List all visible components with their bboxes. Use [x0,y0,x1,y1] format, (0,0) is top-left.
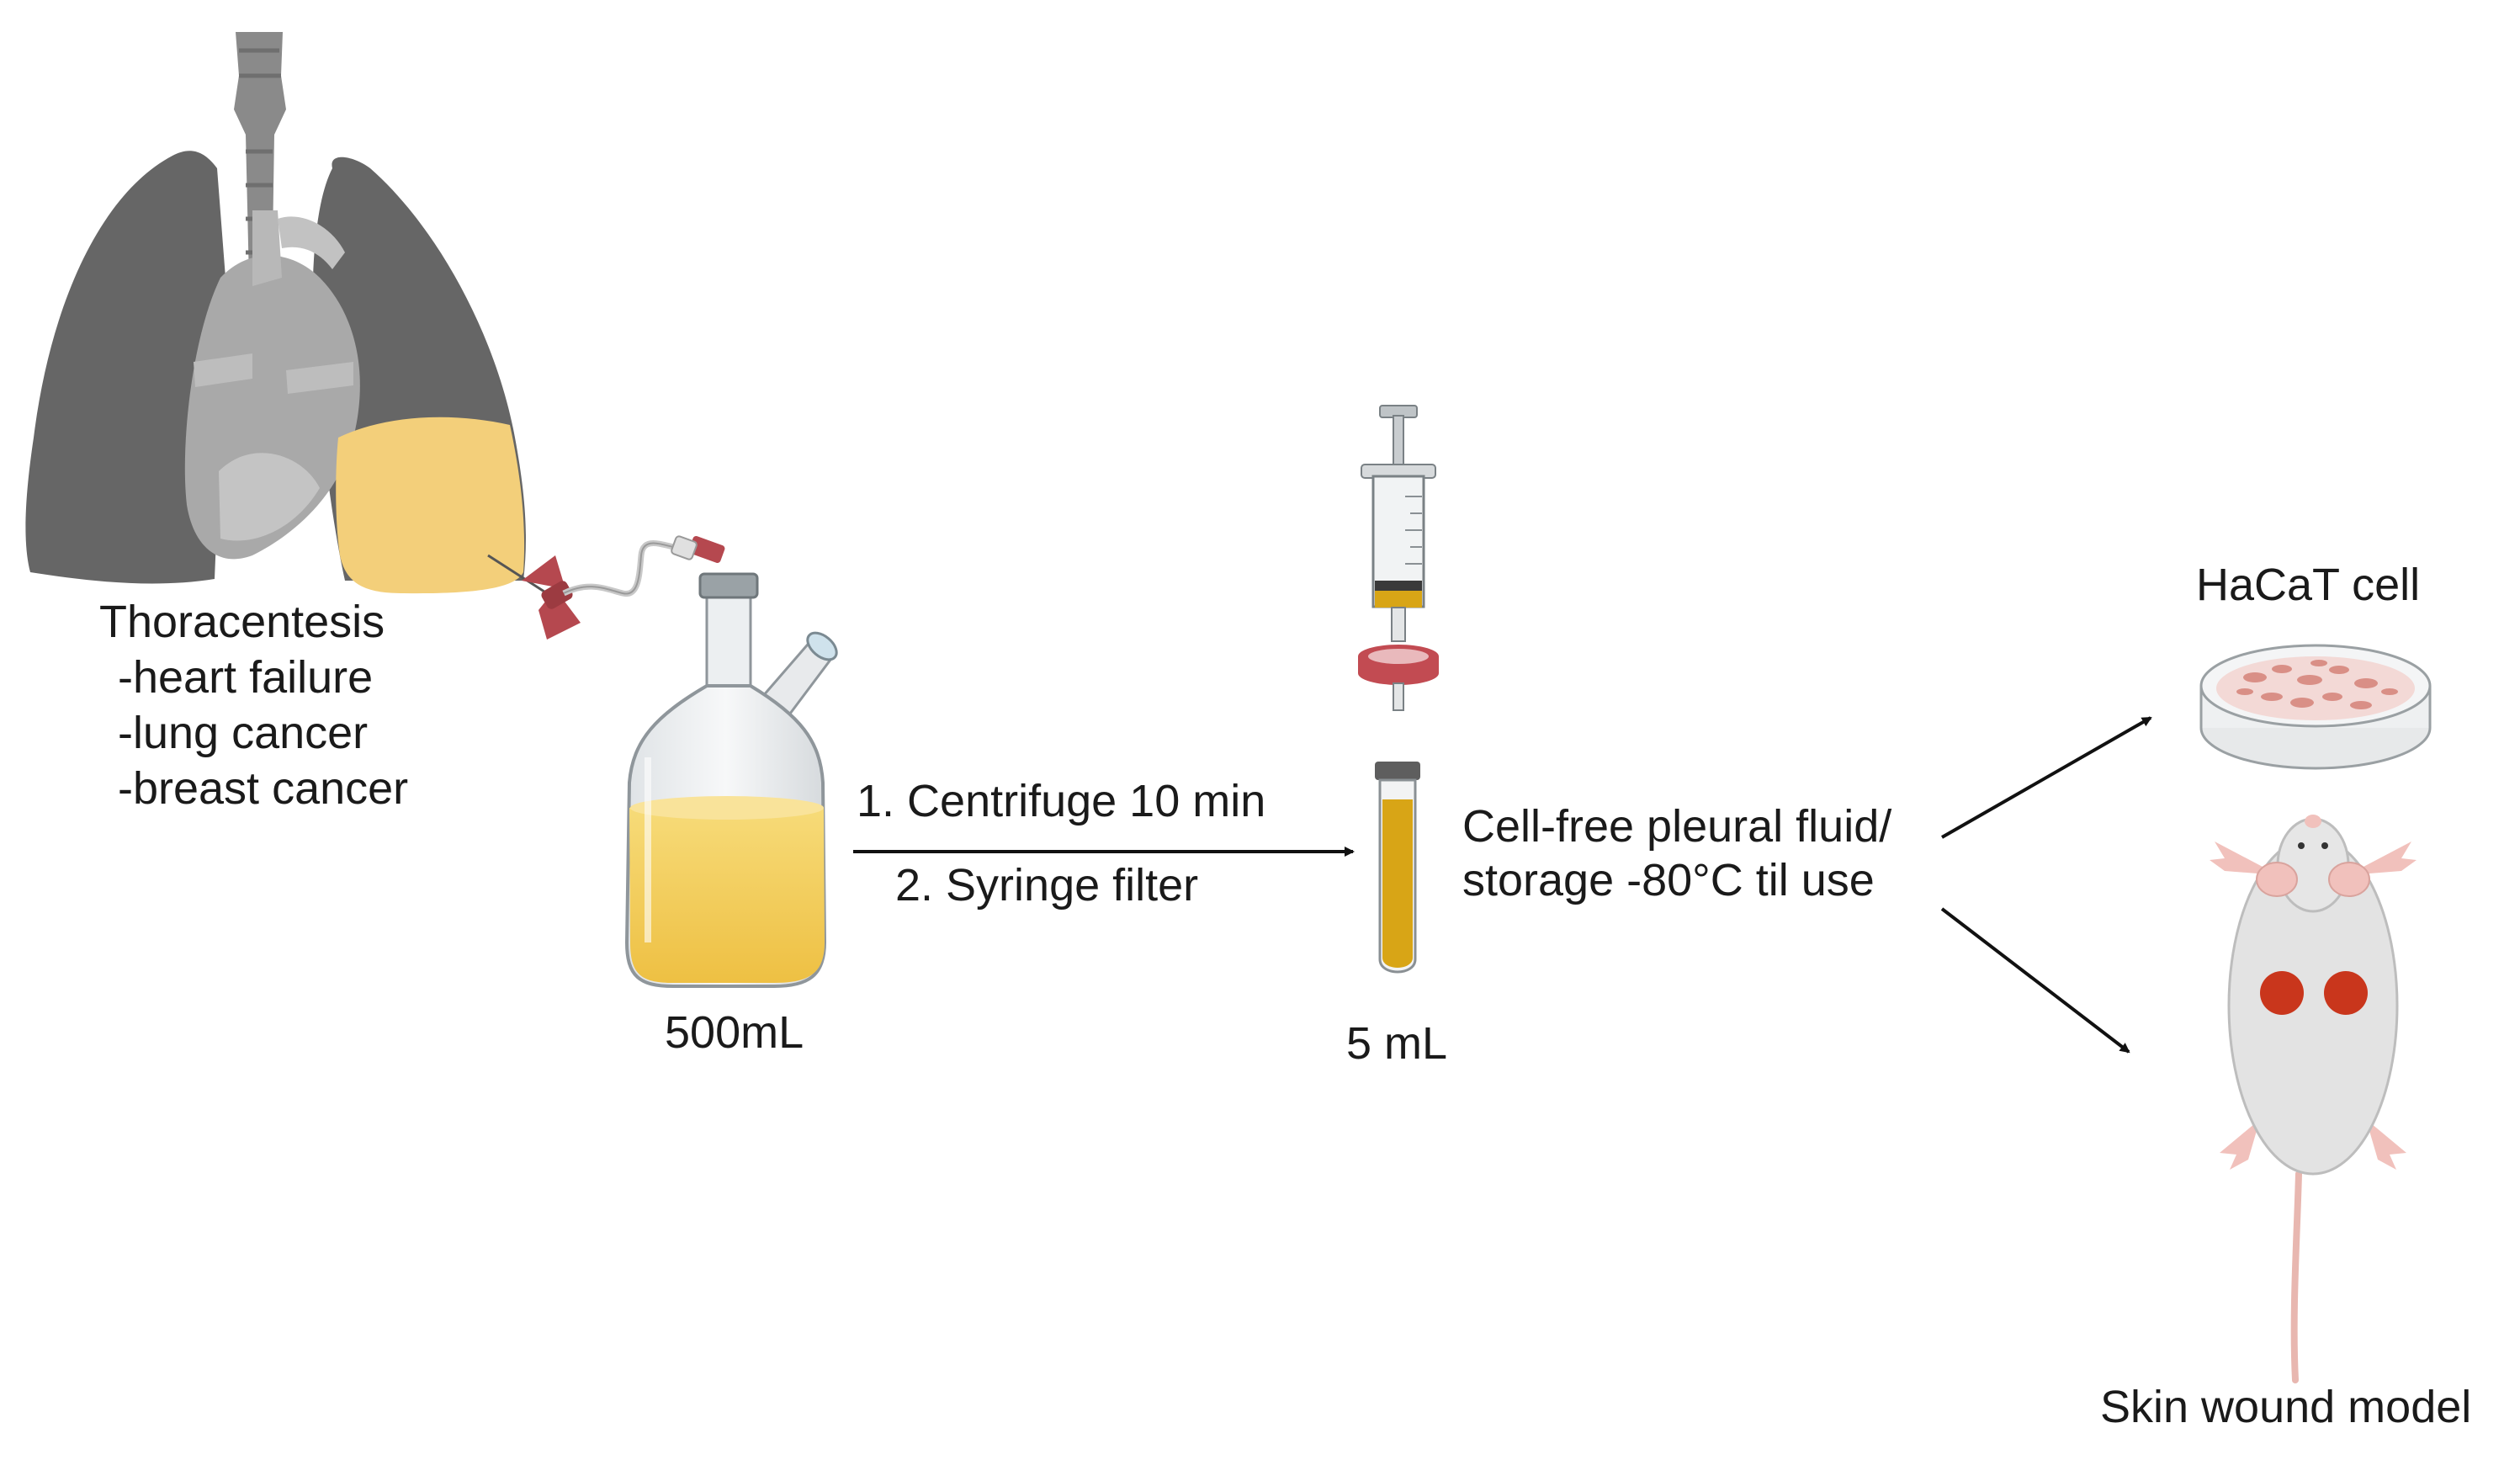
condition-breast-cancer: -breast cancer [118,763,409,814]
arrow-to-cell [1941,716,2152,839]
mouse-icon [2210,815,2417,1383]
step-centrifuge-label: 1. Centrifuge 10 min [857,776,1266,826]
syringe-filter-icon [1358,405,1439,711]
step-filter-label: 2. Syringe filter [895,860,1199,911]
petri-dish-icon [2199,644,2432,770]
condition-heart-failure: -heart failure [118,652,374,703]
hacat-cell-label: HaCaT cell [2196,560,2421,610]
skin-wound-model-label: Skin wound model [2100,1382,2472,1432]
butterfly-needle-icon [487,535,725,640]
tube-volume-label: 5 mL [1346,1018,1448,1069]
lungs-heart-icon [25,32,526,594]
collection-bottle-icon [624,572,838,988]
arrow-to-animal [1940,907,2130,1054]
condition-lung-cancer: -lung cancer [118,708,369,758]
bottle-volume-label: 500mL [665,1007,804,1058]
thoracentesis-label: Thoracentesis [99,597,385,647]
centrifuge-tube-icon [1375,762,1420,974]
product-label-line2: storage -80°C til use [1462,855,1875,905]
product-label-line1: Cell-free pleural fluid/ [1462,801,1892,852]
